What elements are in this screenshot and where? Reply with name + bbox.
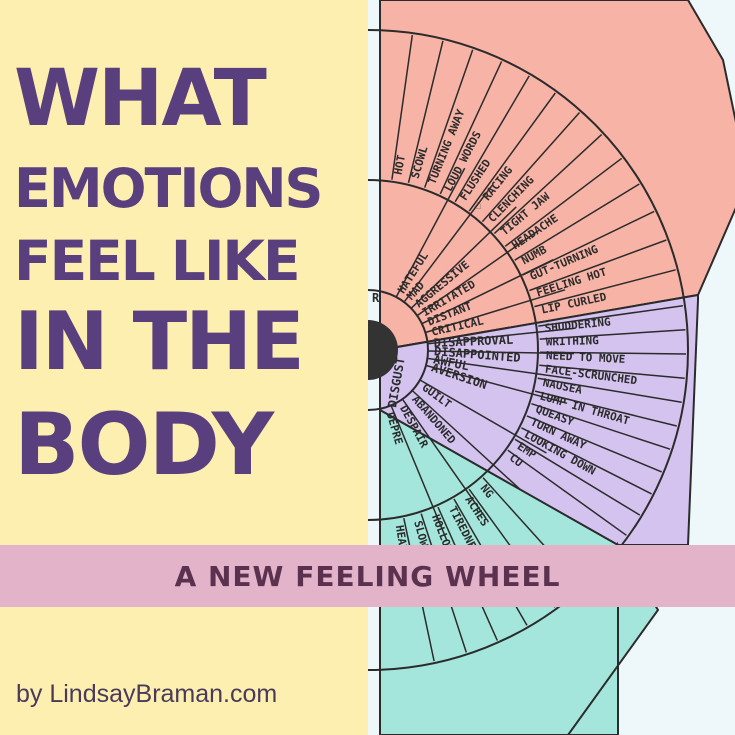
headline-line-1: WHAT [14,54,267,144]
disgust-feeling-label: DISAPPOINTED [434,344,522,365]
anger-body-sensation-label: HOT [392,153,409,175]
wheel-center [368,320,398,380]
title-banner: A NEW FEELING WHEEL [0,545,735,607]
disgust-body-sensation-label: WRITHING [546,334,600,348]
headline-line-3: FEEL LIKE [14,229,301,293]
headline-line-4: IN THE [14,295,305,388]
anger-core-partial-label: R [372,291,380,305]
headline-line-5: BODY [14,395,274,495]
byline: by LindsayBraman.com [16,680,278,708]
disgust-feeling-label: DISAPPROVAL [433,333,513,350]
disgust-body-sensation-label: NEED TO MOVE [546,349,626,366]
headline-line-2: EMOTIONS [14,157,323,220]
left-panel [0,0,368,735]
banner-text: A NEW FEELING WHEEL [174,559,561,593]
